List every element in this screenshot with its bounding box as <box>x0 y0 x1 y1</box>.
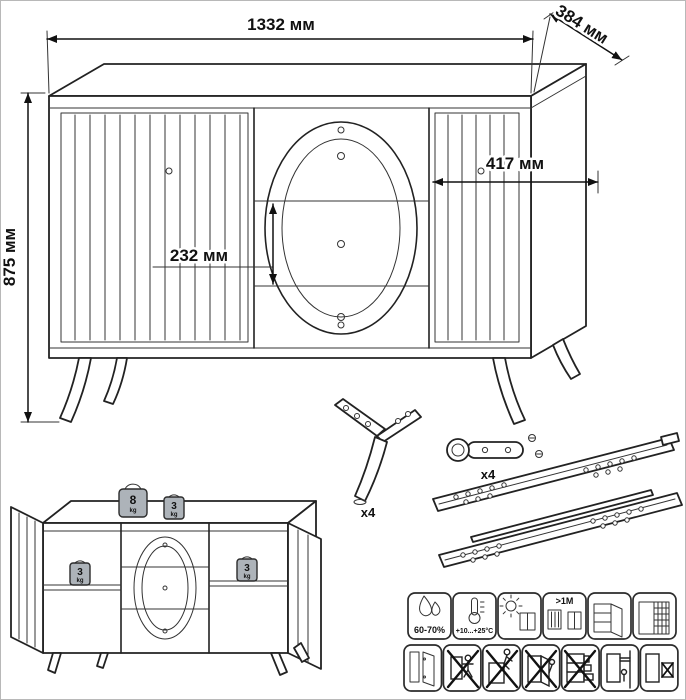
cabinet-icon <box>519 612 536 631</box>
drawer-height-label: 232 мм <box>170 246 228 265</box>
drawer-slide-lower <box>438 492 683 568</box>
warning-icon-no-open-drawers <box>560 644 600 692</box>
dimension-overall-width: 1332 мм <box>46 13 534 94</box>
leg-qty-label: x4 <box>361 505 376 520</box>
care-icon-grid: 60-70% +10...+25°C <box>403 592 679 692</box>
warning-icon-no-leaning <box>442 644 482 692</box>
hinge-screws <box>528 434 543 458</box>
cabinet-legs <box>59 338 581 425</box>
prohibited-x-icon <box>524 649 558 689</box>
load-weight-left-shelf: 3 kg <box>69 560 91 586</box>
open-view-center-section <box>120 536 210 640</box>
top-drawer-knob <box>337 152 345 160</box>
right-fluted-door <box>434 112 520 343</box>
cabinet-icon <box>645 653 660 683</box>
hardware-hinge: x4 <box>446 434 543 482</box>
warning-icon-door-handling <box>403 644 443 692</box>
weight-top-value: 8 <box>130 493 137 507</box>
prohibited-x-icon <box>661 662 674 678</box>
warning-icon-no-electronics <box>639 644 679 692</box>
hinge-qty-label: x4 <box>481 467 496 482</box>
right-door-knob <box>477 167 485 175</box>
overall-depth-label: 384 мм <box>552 1 611 48</box>
warning-icon-no-hanging-on-door <box>521 644 561 692</box>
screen-icon <box>661 662 674 678</box>
cabinet-right-face <box>530 63 587 359</box>
overall-width-label: 1332 мм <box>247 15 315 34</box>
cabinet-icon <box>567 611 582 630</box>
temperature-range-label: +10...+25°C <box>456 627 493 635</box>
weight-left-unit: kg <box>76 578 83 584</box>
center-oval-section <box>253 107 430 349</box>
load-weight-right-shelf: 3 kg <box>236 556 258 582</box>
sun-icon <box>499 594 523 618</box>
weight-top-unit: kg <box>129 508 136 514</box>
bottom-drawer-knob <box>337 313 345 321</box>
hardware-drawer-slides <box>432 432 683 568</box>
cabinet-front-face <box>48 95 532 359</box>
weight-center-value: 3 <box>171 501 177 512</box>
open-right-door <box>287 522 322 670</box>
open-view-legs <box>47 642 310 676</box>
drawer-slide-inner-rail <box>470 489 654 543</box>
radiator-icon <box>547 609 562 630</box>
care-icon-humidity: 60-70% <box>407 592 452 640</box>
prohibited-x-icon <box>446 649 480 689</box>
overall-height-label: 875 мм <box>1 228 19 286</box>
middle-drawer-knob <box>337 240 345 248</box>
weight-right-value: 3 <box>244 563 250 574</box>
open-door-icon <box>540 654 550 688</box>
person-icon <box>548 658 556 674</box>
left-fluted-door <box>60 112 249 343</box>
open-door-icon <box>610 603 623 638</box>
care-icon-temperature: +10...+25°C <box>452 592 497 640</box>
cabinet-top-face <box>48 63 587 97</box>
left-door-knob <box>165 167 173 175</box>
care-icon-heat-distance: >1M <box>542 592 587 640</box>
center-width-label: 417 мм <box>486 154 544 173</box>
person-icon <box>620 668 628 682</box>
prohibited-x-icon <box>485 649 519 689</box>
dimension-overall-height: 875 мм <box>1 92 60 423</box>
care-icon-ventilation <box>632 592 677 640</box>
warning-icon-no-climbing <box>481 644 522 692</box>
weight-left-value: 3 <box>77 567 83 578</box>
oval-outer-ring <box>264 121 418 335</box>
care-icon-sunlight <box>497 592 542 640</box>
hardware-leg: x4 <box>334 398 422 520</box>
droplet-icon <box>419 595 432 617</box>
dimension-drawer-height: 232 мм <box>152 203 277 285</box>
care-icon-door-open <box>587 592 632 640</box>
prohibited-x-icon <box>563 649 597 689</box>
drawer-slide-upper <box>432 432 680 512</box>
load-weight-top: 8 kg <box>118 483 148 518</box>
main-cabinet-view <box>48 63 587 425</box>
oval-inner-ring <box>281 138 401 318</box>
grid-hatch-icon <box>653 601 670 635</box>
cabinet-icon <box>606 653 621 683</box>
heat-distance-label: >1M <box>556 596 574 606</box>
weight-center-unit: kg <box>170 512 177 518</box>
door-panel-icon <box>409 651 420 683</box>
door-swing-icon <box>422 651 435 687</box>
load-weight-center: 3 kg <box>163 494 185 520</box>
open-cabinet-view: 8 kg 3 kg 3 kg 3 kg <box>10 483 322 676</box>
thermometer-icon <box>468 597 485 624</box>
dimension-center-width: 417 мм <box>432 152 599 194</box>
open-left-door <box>10 506 44 654</box>
warning-icon-wall-anchor <box>600 644 640 692</box>
weight-right-unit: kg <box>243 574 250 580</box>
humidity-range-label: 60-70% <box>414 625 445 635</box>
